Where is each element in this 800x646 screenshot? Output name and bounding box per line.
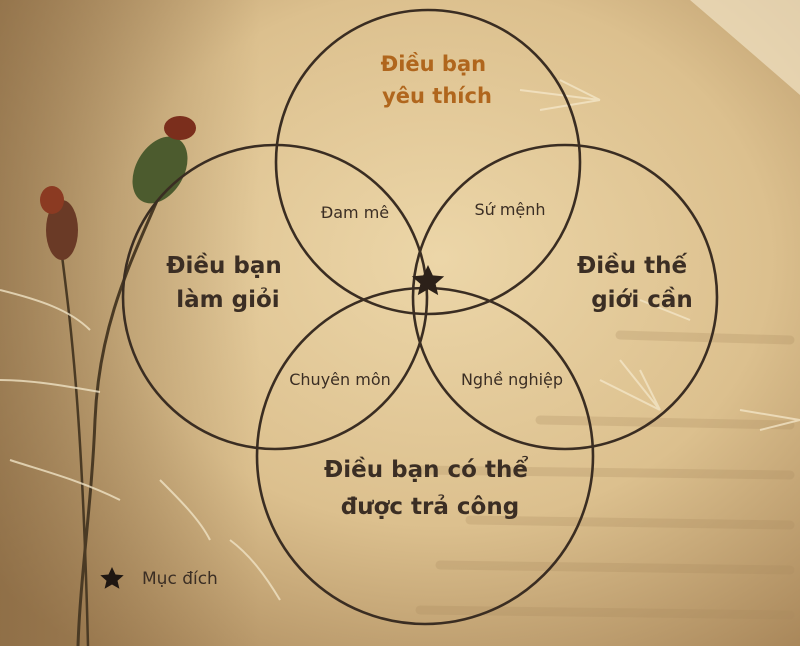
label-paid-for: Điều bạn có thể được trả công bbox=[324, 455, 536, 520]
circle-good-at bbox=[121, 143, 429, 451]
label-good-at: Điều bạn làm giỏi bbox=[166, 252, 290, 313]
label-passion: Đam mê bbox=[321, 203, 389, 222]
circle-love bbox=[274, 8, 582, 316]
paper-shade bbox=[0, 0, 260, 646]
legend-label: Mục đích bbox=[142, 569, 218, 589]
label-world-needs: Điều thế giới cần bbox=[577, 252, 695, 313]
label-love: Điều bạn yêu thích bbox=[381, 52, 494, 108]
faint-text-lines bbox=[415, 330, 795, 620]
legend-star-icon bbox=[100, 567, 124, 589]
page-edge bbox=[690, 0, 800, 95]
circle-world-needs bbox=[411, 143, 719, 451]
label-profession: Chuyên môn bbox=[289, 370, 391, 389]
label-mission: Sứ mệnh bbox=[474, 200, 545, 219]
star-icon bbox=[411, 265, 445, 296]
dried-flower bbox=[0, 116, 281, 646]
label-vocation: Nghề nghiệp bbox=[461, 370, 563, 389]
